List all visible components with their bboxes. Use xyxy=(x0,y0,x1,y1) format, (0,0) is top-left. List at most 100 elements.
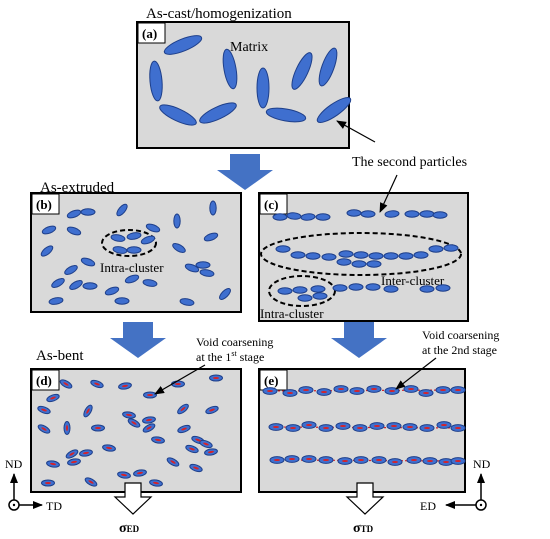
second-particle xyxy=(360,210,376,218)
second-particle xyxy=(290,251,306,259)
void-core xyxy=(66,425,68,431)
second-particle xyxy=(195,261,211,269)
second-particle xyxy=(291,52,313,90)
void-core xyxy=(189,447,195,451)
void-core xyxy=(371,388,377,390)
second-particle xyxy=(316,97,352,123)
second-particle xyxy=(142,279,158,287)
second-particle xyxy=(51,278,65,288)
void-core xyxy=(95,427,101,429)
second-particles-label: The second particles xyxy=(352,155,467,170)
second-particle xyxy=(312,292,328,300)
second-particle xyxy=(82,282,98,290)
second-particle xyxy=(351,260,367,268)
second-particle xyxy=(365,283,381,291)
second-particle xyxy=(338,250,354,258)
pointer-void-second xyxy=(395,357,437,390)
void-core xyxy=(170,460,176,464)
void-core xyxy=(423,392,429,394)
void-core xyxy=(146,426,152,430)
pointer-to-particle-a xyxy=(336,120,376,143)
panel-a-particles xyxy=(149,35,352,126)
panel-d-tag: (d) xyxy=(36,373,52,388)
second-particle xyxy=(40,245,54,257)
void-core xyxy=(208,450,214,454)
second-particle xyxy=(80,208,96,216)
second-particle xyxy=(209,200,217,216)
second-particle xyxy=(173,213,181,229)
void-core xyxy=(83,451,89,455)
panel-a: (a) Matrix xyxy=(136,21,352,149)
second-particle xyxy=(140,235,156,245)
stress-arrow-right xyxy=(345,482,385,515)
panel-d-particles xyxy=(37,374,223,487)
void-core xyxy=(180,406,186,412)
void-core xyxy=(267,390,273,392)
void-core xyxy=(122,384,128,388)
void-core xyxy=(94,382,100,386)
void-core xyxy=(146,418,152,422)
intra-cluster-label-c: Intra-cluster xyxy=(260,306,324,321)
void-core xyxy=(338,388,344,390)
void-core xyxy=(71,460,77,464)
stress-arrow-left xyxy=(113,482,153,515)
second-particle xyxy=(203,232,219,242)
void-core xyxy=(323,459,329,461)
inter-cluster-label: Inter-cluster xyxy=(381,273,445,288)
second-particle xyxy=(292,286,308,294)
second-particle xyxy=(126,246,142,254)
void-core xyxy=(290,427,296,429)
void-core xyxy=(321,391,327,393)
second-particle xyxy=(432,211,448,219)
void-core xyxy=(126,413,132,417)
axes-right: ND ED xyxy=(420,457,491,513)
second-particle xyxy=(383,285,399,293)
second-particle xyxy=(305,252,321,260)
second-particle xyxy=(428,245,444,253)
second-particle xyxy=(126,232,142,240)
second-particle xyxy=(419,210,435,218)
intra-cluster-label-b: Intra-cluster xyxy=(100,260,164,275)
second-particle xyxy=(256,67,270,109)
second-particle xyxy=(384,210,400,218)
second-particle xyxy=(114,297,130,305)
void-core xyxy=(203,442,209,446)
second-particle xyxy=(159,104,197,126)
second-particle xyxy=(265,107,307,123)
second-particle xyxy=(145,223,161,233)
second-particle xyxy=(318,47,338,87)
panel-b-particles xyxy=(40,200,231,306)
td-label: TD xyxy=(46,499,62,513)
second-particle xyxy=(184,263,200,273)
panel-c: (c) Inter-cluster Intra-cluster xyxy=(258,192,469,322)
second-particle xyxy=(310,285,326,293)
void-core xyxy=(209,408,215,412)
second-particle xyxy=(435,284,451,292)
void-core xyxy=(303,389,309,391)
intra-cluster-outline-c xyxy=(268,275,336,307)
void-core xyxy=(455,427,461,429)
second-particle xyxy=(66,226,82,236)
void-core xyxy=(443,461,449,463)
second-particle xyxy=(222,48,238,90)
void-core xyxy=(424,427,430,429)
void-core xyxy=(41,427,47,431)
void-core xyxy=(455,460,461,462)
second-particle xyxy=(69,280,83,290)
second-particle xyxy=(321,253,337,261)
void-first-line1: Void coarsening xyxy=(196,335,273,349)
process-arrow-a-to-bc xyxy=(217,154,273,190)
nd-label-left: ND xyxy=(5,457,23,471)
void-core xyxy=(411,459,417,461)
void-core xyxy=(441,424,447,426)
second-particle xyxy=(64,265,78,275)
axes-left: ND TD xyxy=(5,457,62,513)
second-particle xyxy=(366,260,382,268)
panel-d: (d) xyxy=(30,368,242,493)
void-core xyxy=(392,461,398,463)
second-particle xyxy=(80,257,96,267)
void-core xyxy=(342,460,348,462)
void-core xyxy=(340,425,346,427)
void-core xyxy=(155,438,161,442)
void-core xyxy=(427,460,433,462)
